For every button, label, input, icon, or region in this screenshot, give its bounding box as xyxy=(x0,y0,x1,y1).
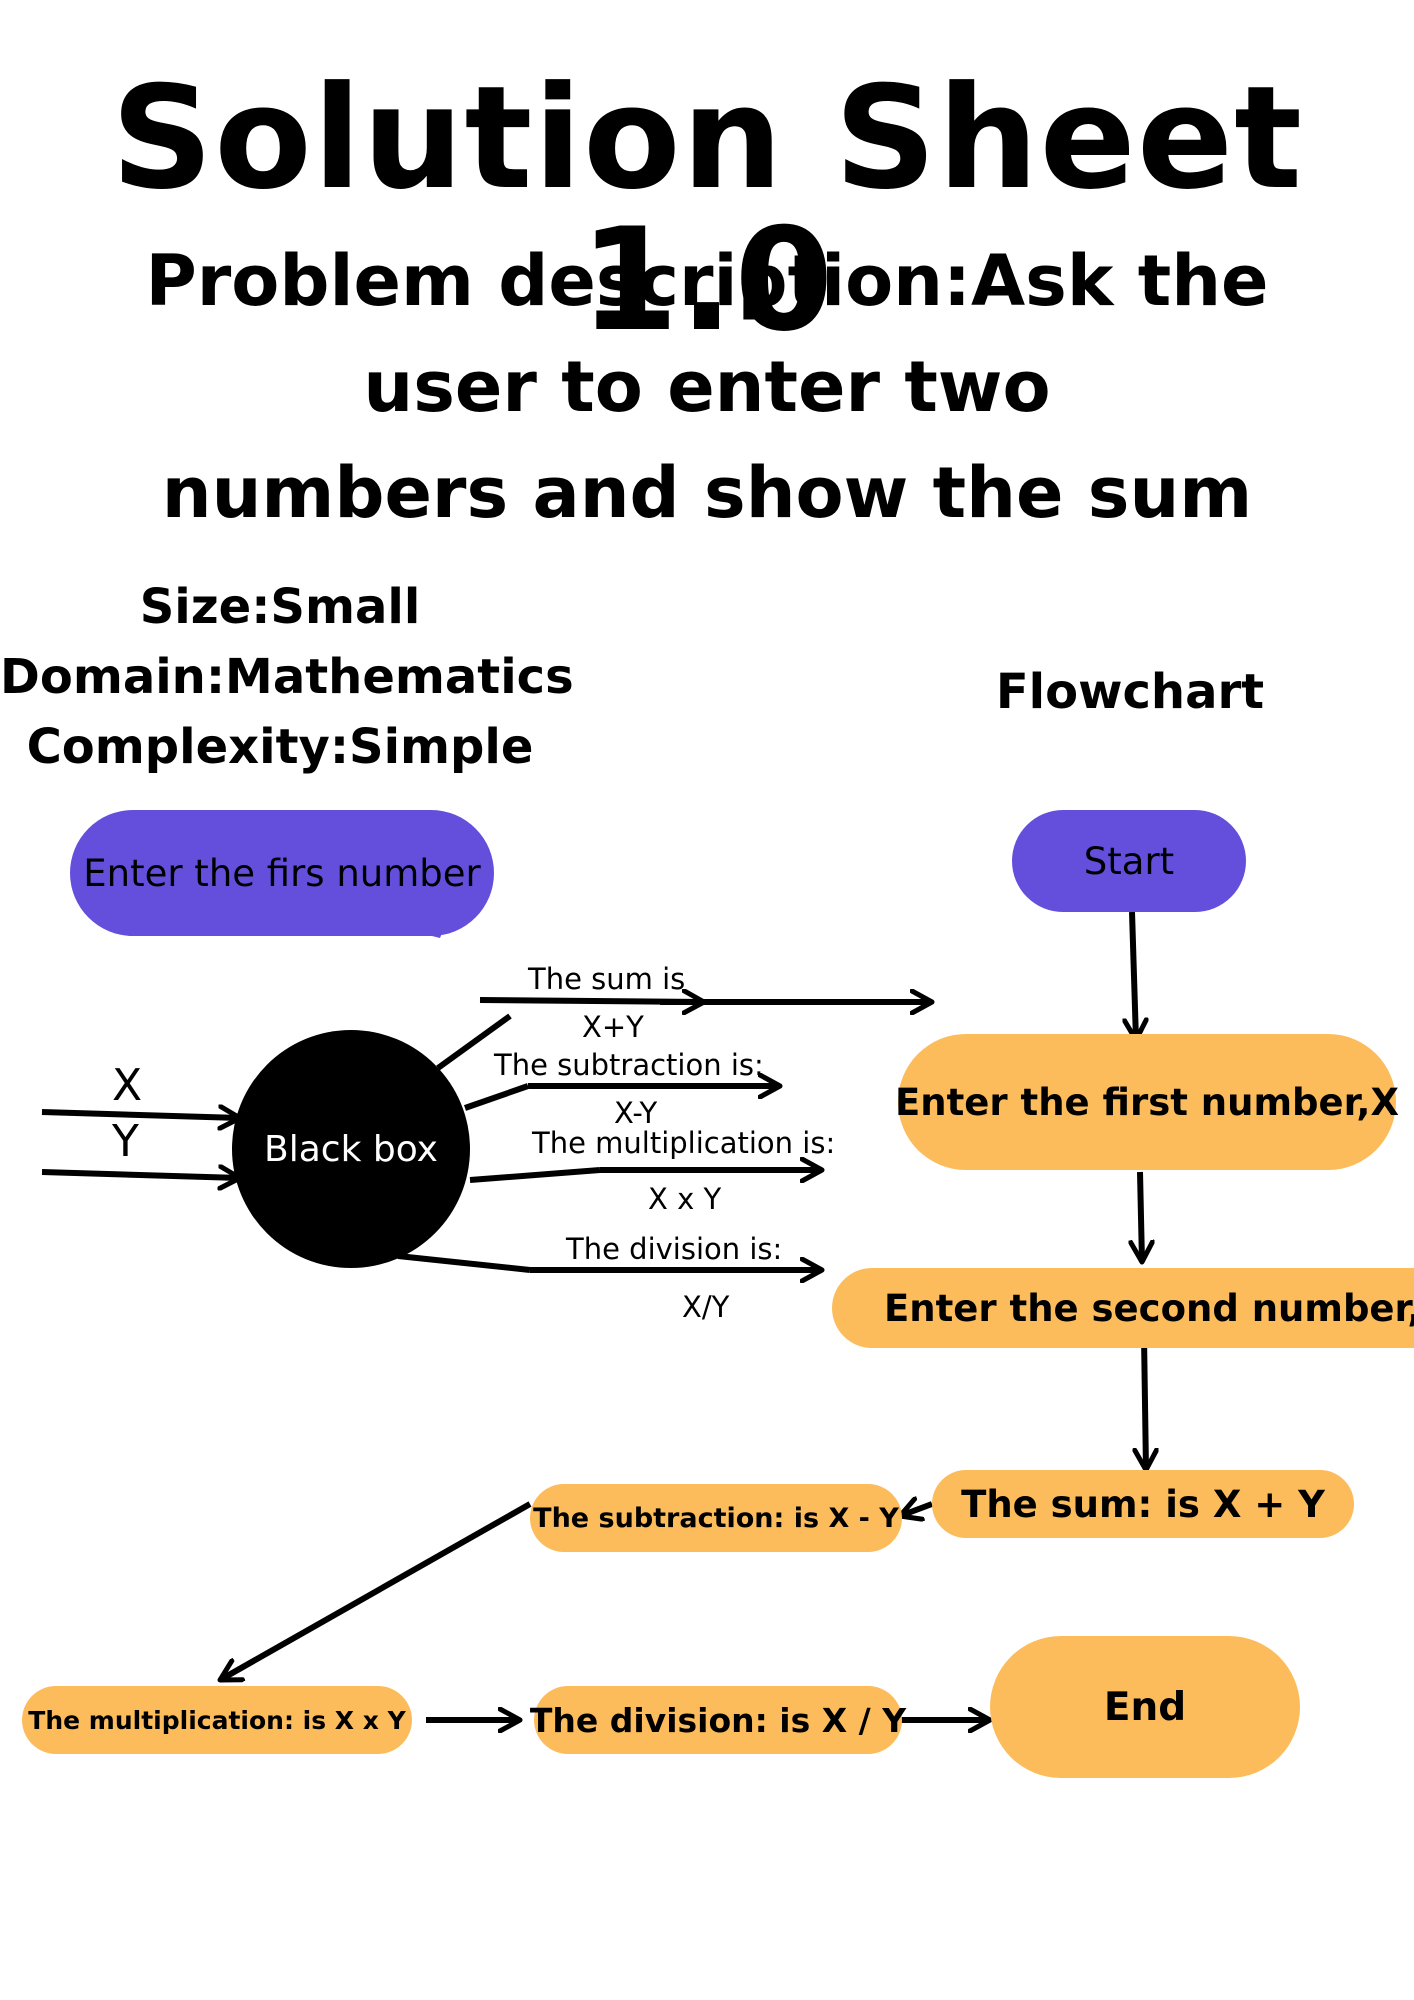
problem-line-1: Problem description:Ask the xyxy=(145,240,1269,322)
output-division-label: The division is: xyxy=(566,1232,783,1266)
black-box: Black box xyxy=(232,1030,470,1268)
flowchart-step-second-number: Enter the second number,Y xyxy=(832,1268,1414,1348)
flowchart-sum-text: The sum: is X + Y xyxy=(961,1482,1325,1526)
problem-description: Problem description:Ask the user to ente… xyxy=(100,228,1314,546)
problem-line-2: user to enter two xyxy=(363,346,1051,428)
flowchart-multiplication-text: The multiplication: is X x Y xyxy=(28,1705,406,1735)
flowchart-step-second-number-text: Enter the second number,Y xyxy=(884,1286,1414,1330)
problem-line-3: numbers and show the sum xyxy=(161,452,1253,534)
multiplication-connector xyxy=(469,1167,601,1183)
step1-to-step2-arrow xyxy=(1140,1171,1142,1262)
sum-to-subtraction-arrow xyxy=(900,1504,934,1516)
flowchart-subtraction-text: The subtraction: is X - Y xyxy=(533,1502,899,1534)
input-x-label: X xyxy=(112,1060,143,1111)
output-subtraction-label: The subtraction is: xyxy=(494,1048,764,1082)
black-box-label: Black box xyxy=(264,1128,438,1170)
division-connector xyxy=(397,1253,531,1273)
flowchart-division-text: The division: is X / Y xyxy=(529,1700,907,1740)
subtraction-to-multiplication-arrow xyxy=(220,1501,532,1683)
input-x-arrow xyxy=(41,1112,240,1118)
flowchart-start-text: Start xyxy=(1083,839,1175,883)
subtraction-connector xyxy=(464,1083,529,1111)
flowchart-subtraction: The subtraction: is X - Y xyxy=(530,1484,902,1552)
output-multiplication-expr: X x Y xyxy=(648,1182,722,1216)
start-to-step1-arrow xyxy=(1132,911,1136,1040)
flowchart-step-first-number-text: Enter the first number,X xyxy=(895,1080,1399,1124)
flowchart-end-text: End xyxy=(1103,1684,1187,1730)
input-y-arrow xyxy=(41,1172,240,1178)
flowchart-sum: The sum: is X + Y xyxy=(932,1470,1354,1538)
step2-to-sum-arrow xyxy=(1144,1335,1146,1470)
prompt-bubble: Enter the firs number xyxy=(70,810,494,936)
flowchart-step-first-number: Enter the first number,X xyxy=(895,1034,1399,1170)
output-sum-expr: X+Y xyxy=(582,1010,644,1044)
meta-domain: Domain:Mathematics xyxy=(0,649,574,705)
meta-size: Size:Small xyxy=(139,579,421,635)
input-y-label: Y xyxy=(112,1116,139,1167)
output-multiplication-label: The multiplication is: xyxy=(532,1126,836,1160)
page-title: Solution Sheet 1.0 xyxy=(110,56,1304,363)
output-sum-label: The sum is xyxy=(528,962,686,996)
meta-complexity: Complexity:Simple xyxy=(26,719,534,775)
prompt-bubble-text: Enter the firs number xyxy=(83,851,481,895)
flowchart-end: End xyxy=(990,1636,1300,1778)
flowchart-multiplication: The multiplication: is X x Y xyxy=(22,1686,412,1754)
flowchart-heading: Flowchart xyxy=(995,664,1265,720)
flowchart-division: The division: is X / Y xyxy=(530,1686,906,1754)
problem-meta: Size:Small Domain:Mathematics Complexity… xyxy=(0,572,574,782)
sum-connector xyxy=(436,1013,512,1071)
output-subtraction-expr: X-Y xyxy=(614,1096,658,1130)
output-division-expr: X/Y xyxy=(682,1290,730,1324)
flowchart-start: Start xyxy=(1012,810,1246,912)
